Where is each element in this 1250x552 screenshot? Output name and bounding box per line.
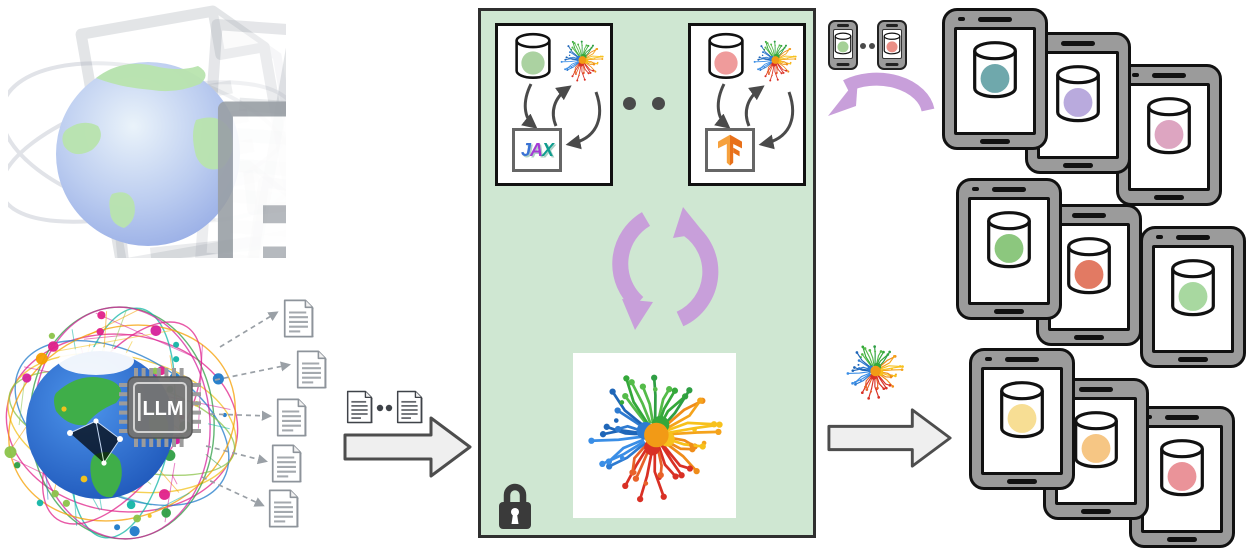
ellipsis-dot [869,43,875,49]
speaker-line [1072,212,1106,218]
phone-database-icon [877,20,907,70]
camera-dot-icon [972,187,979,191]
purple-curved-arrow-icon [828,72,935,116]
lock-icon [499,483,531,529]
continents [62,63,233,228]
client-device-tablet [956,178,1062,320]
ellipsis-dot [623,97,636,110]
device-screen [968,197,1050,305]
flow-arrow-into-training [343,414,473,480]
jax-letter: A [530,139,543,160]
jax-letter: J [520,139,531,160]
training-loop-arrows [714,83,794,150]
circuit-model-icon [845,344,905,401]
speaker-line [1165,414,1199,420]
flow-arrow-deploy [826,406,954,470]
local-database-icon [1158,438,1206,500]
home-button-line [980,138,1010,144]
speaker-line [1152,72,1186,78]
device-screen [1141,425,1223,533]
camera-dot-icon [958,17,965,21]
home-button-line [1178,356,1208,362]
home-button-line [1063,162,1093,168]
local-database-icon [1054,64,1102,126]
local-database-icon [998,380,1046,442]
home-button-line [994,308,1024,314]
speaker-line [1176,234,1210,240]
device-screen [981,367,1063,475]
phone-screen [882,29,902,59]
generated-documents-fan [201,299,327,528]
speaker-line [1005,356,1039,362]
device-screen [954,27,1036,135]
phone-database-icon [828,20,858,70]
chip-pins [119,368,201,447]
llm-web-network-globe-icon: LLM [4,306,239,540]
client-device-tablet [942,8,1048,150]
client-device-tablet [1116,64,1222,206]
speaker-line [978,16,1012,22]
camera-dot-icon [985,357,992,361]
home-button-line [885,62,899,66]
device-screen [1037,51,1119,159]
local-database-icon [985,210,1033,272]
home-button-line [836,62,850,66]
ellipsis-dot [376,404,384,412]
earth-network-dots [61,406,123,483]
device-screen [1128,83,1210,191]
generated-documents [268,299,327,528]
llm-chip-icon: LLM [127,376,193,439]
home-button-line [1154,194,1184,200]
local-database-icon [1145,96,1193,158]
tensorflow-logo-icon [705,128,755,172]
jax-logo-icon: JAX [512,128,562,172]
home-button-line [1167,536,1197,542]
client-training-box-jax: JAX [495,23,613,186]
speaker-line [992,186,1026,192]
device-screen [1152,245,1234,353]
ellipsis-dot [385,404,393,412]
earth-globe [56,62,240,246]
home-button-line [1007,478,1037,484]
global-model-card [573,353,736,518]
phone-screen [833,29,853,59]
dashed-arrows [201,311,291,507]
ellipsis-dot [860,43,866,49]
secure-training-panel: JAX [478,8,816,538]
home-button-line [1081,508,1111,514]
llm-chip-label: LLM [142,398,183,420]
speaker-line [837,24,849,27]
speaker-line [1061,40,1095,46]
local-database-icon [971,40,1019,102]
center-document-icon [225,109,286,258]
client-device-tablet [1140,226,1246,368]
home-button-line [1074,334,1104,340]
local-database-icon [834,31,852,57]
internet-documents-globe-icon [8,2,286,258]
training-cycle-arrows-icon [612,207,719,330]
local-database-icon [1072,410,1120,472]
local-database-icon [1169,258,1217,320]
camera-dot-icon [1156,235,1163,239]
jax-letter: X [542,139,554,160]
polar-cap [58,347,134,375]
document-stream [346,390,423,424]
ellipsis-dot [652,97,665,110]
speaker-line [886,24,898,27]
speaker-line [1079,386,1113,392]
training-loop-arrows [521,83,601,150]
client-device-tablet [969,348,1075,490]
camera-dot-icon [1132,73,1139,77]
circuit-model-icon [586,373,724,504]
local-database-icon [1065,236,1113,298]
client-training-box-tensorflow [688,23,806,186]
local-database-icon [883,31,901,57]
